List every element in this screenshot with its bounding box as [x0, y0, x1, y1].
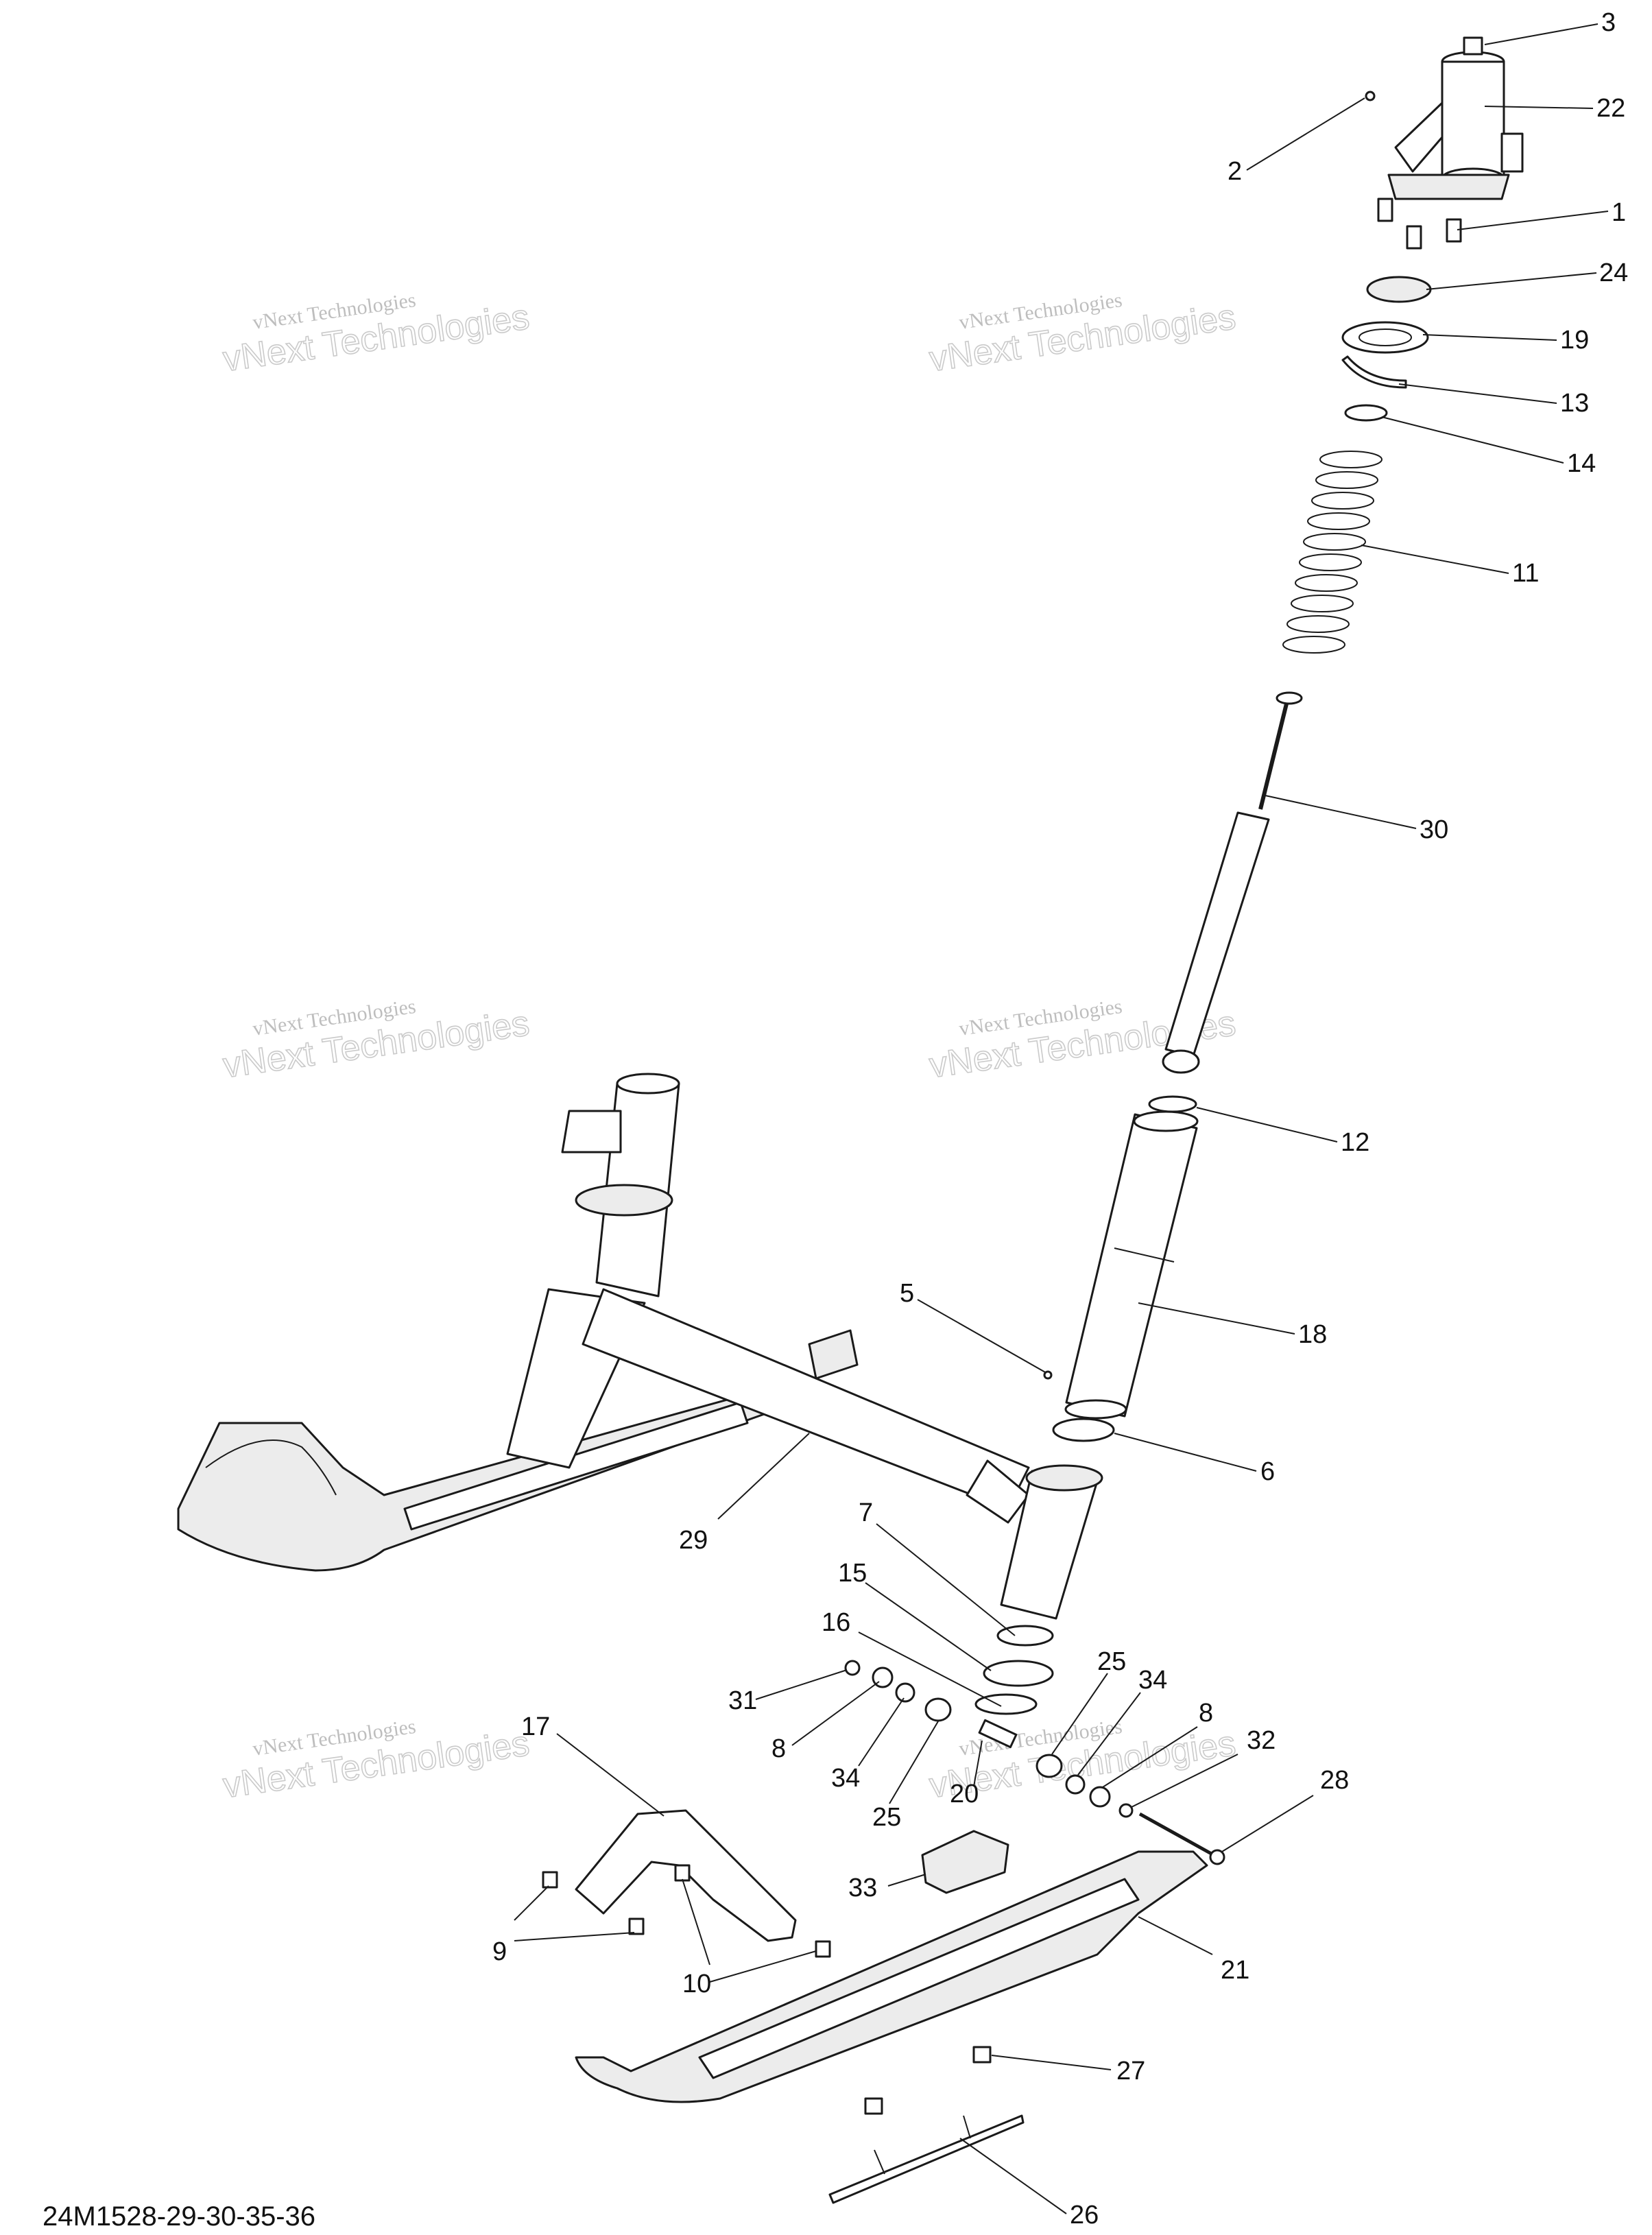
callout-17: 17	[521, 1712, 550, 1741]
callout-24: 24	[1599, 259, 1628, 287]
callout-31: 31	[728, 1686, 757, 1715]
callout-18: 18	[1298, 1320, 1327, 1349]
callout-14: 14	[1567, 449, 1596, 478]
callout-1: 1	[1612, 198, 1626, 227]
ski-nut	[864, 2046, 992, 2115]
screws	[1377, 198, 1462, 250]
callout-11: 11	[1512, 559, 1539, 588]
spring-washer	[1344, 404, 1388, 422]
spring-seat-disc	[1366, 276, 1432, 303]
shock-upper-housing	[1387, 51, 1524, 200]
ski-pad	[921, 1830, 1009, 1894]
callout-19: 19	[1560, 326, 1589, 355]
callout-34: 34	[831, 1764, 860, 1793]
coil-spring	[1282, 451, 1382, 654]
circlip	[1341, 355, 1407, 389]
callout-16: 16	[822, 1608, 850, 1637]
callout-12: 12	[1341, 1128, 1369, 1157]
lower-tube	[1000, 1464, 1103, 1620]
callout-32: 32	[1247, 1726, 1276, 1755]
o-ring	[1148, 1095, 1197, 1113]
callout-9: 9	[492, 1937, 507, 1966]
long-bolt	[1138, 1812, 1225, 1865]
callout-25: 25	[872, 1803, 901, 1832]
callout-25: 25	[1097, 1647, 1126, 1676]
watermark-group: vNext Technologies vNext Technologies vN…	[220, 289, 1238, 1806]
spring-retainer	[1341, 321, 1429, 354]
callout-30: 30	[1420, 815, 1448, 844]
sleeve	[978, 1719, 1018, 1749]
cap-nut	[1463, 36, 1483, 56]
callout-28: 28	[1320, 1766, 1349, 1795]
callout-34: 34	[1138, 1666, 1167, 1695]
callout-3: 3	[1601, 8, 1616, 37]
ski-body	[575, 1850, 1208, 2103]
callout-labels: 3 22 2 1 24 19 13 14 11 30 12 18 5 6 29 …	[492, 8, 1628, 2230]
leader-lines	[514, 23, 1609, 2214]
callout-26: 26	[1070, 2201, 1099, 2230]
callout-10: 10	[682, 1970, 711, 1998]
callout-8: 8	[1199, 1699, 1213, 1728]
ring-stack	[974, 1625, 1054, 1715]
callout-5: 5	[900, 1279, 914, 1308]
callout-29: 29	[679, 1526, 708, 1555]
assembled-strut	[506, 1073, 680, 1469]
assembled-ski	[177, 1391, 769, 1572]
callout-22: 22	[1596, 94, 1625, 123]
shock-absorber	[1162, 691, 1303, 1074]
handle-bolts	[542, 1864, 831, 1958]
ski-handle	[575, 1809, 797, 1942]
callout-7: 7	[859, 1498, 873, 1527]
callout-15: 15	[838, 1559, 867, 1588]
callout-27: 27	[1116, 2057, 1145, 2085]
callout-2: 2	[1228, 157, 1242, 186]
fasteners-right	[1036, 1754, 1134, 1818]
ski-runner	[828, 2114, 1025, 2204]
crossbar	[582, 1288, 1030, 1524]
callout-13: 13	[1560, 389, 1589, 418]
callout-21: 21	[1221, 1956, 1249, 1985]
callout-6: 6	[1260, 1457, 1275, 1486]
callout-33: 33	[848, 1874, 877, 1902]
bushing	[1052, 1418, 1115, 1442]
shock-tube	[1064, 1110, 1199, 1420]
fasteners-left	[844, 1660, 952, 1722]
callout-20: 20	[950, 1780, 979, 1808]
callout-8: 8	[771, 1734, 786, 1763]
small-pin	[1365, 91, 1376, 101]
diagram-code: 24M1528-29-30-35-36	[43, 2201, 315, 2232]
